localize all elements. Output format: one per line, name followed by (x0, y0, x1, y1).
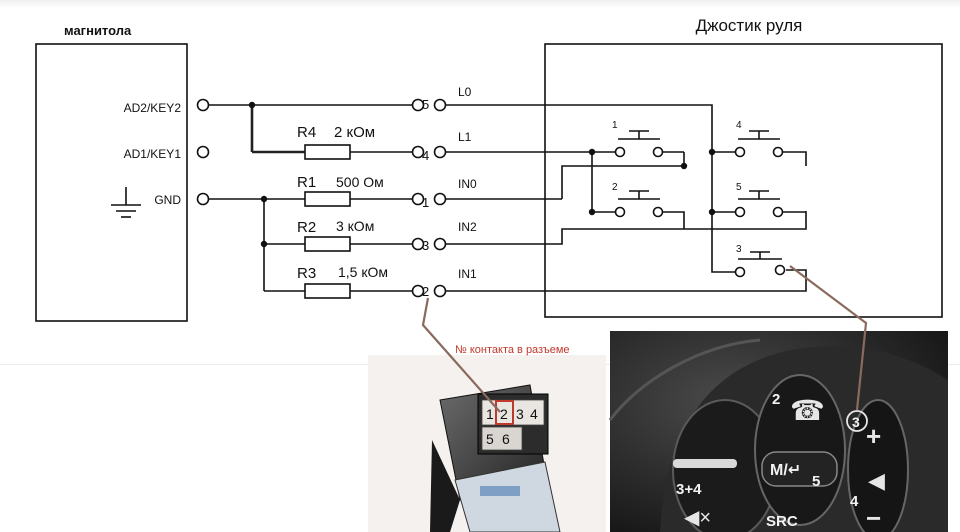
joystick-title: Джостик руля (696, 16, 803, 35)
pin-label-ad1: AD1/KEY1 (124, 147, 182, 161)
line-in1: IN1 (458, 267, 477, 281)
conn-photo-pin-5: 5 (486, 431, 494, 447)
r4-value: 2 кОм (334, 124, 375, 141)
r3-value: 1,5 кОм (338, 264, 388, 280)
line-in0: IN0 (458, 177, 477, 191)
speaker-icon: ◀ (868, 468, 885, 493)
conn-pin-5: 5 (422, 97, 429, 112)
button-3-label: 3 (736, 244, 742, 255)
pin-label-gnd: GND (154, 193, 181, 207)
button-4-label: 4 (736, 120, 742, 131)
r1-value: 500 Ом (336, 174, 384, 190)
joystick-box (544, 43, 943, 318)
line-l0: L0 (458, 85, 472, 99)
pointer-pin2-to-photo (421, 297, 501, 413)
button-2 (614, 190, 664, 218)
head-unit-box (35, 43, 188, 322)
terminals (196, 98, 447, 298)
r3-name: R3 (297, 265, 316, 282)
r2-value: 3 кОм (336, 218, 374, 234)
conn-photo-pin-1: 1 (486, 406, 494, 422)
conn-pin-2: 2 (422, 284, 429, 299)
connector-photo (368, 355, 606, 532)
phone-icon: ☎ (790, 395, 825, 426)
wheel-label-2: 2 (772, 391, 780, 408)
ground-symbol (111, 187, 141, 218)
button-5 (734, 190, 784, 218)
r1-name: R1 (297, 174, 316, 191)
volume-plus-icon: + (866, 421, 881, 451)
button-3 (734, 251, 786, 278)
wheel-label-3: 3 (852, 414, 860, 430)
resistor-r1 (304, 191, 351, 207)
wheel-mode-button-label: M/↵ (770, 462, 801, 479)
left-wiring (208, 101, 414, 292)
resistor-r4 (304, 144, 351, 160)
wheel-label-4: 4 (850, 493, 859, 510)
button-2-label: 2 (612, 182, 618, 193)
resistor-r3 (304, 283, 351, 299)
wheel-src-label: SRC (766, 513, 798, 530)
conn-photo-pin-2: 2 (500, 406, 508, 422)
head-unit-title: магнитола (64, 23, 132, 38)
wheel-photo: ☎ + ◀ − ◀× (608, 331, 948, 532)
button-1 (614, 130, 664, 158)
conn-pin-1: 1 (422, 195, 429, 210)
line-l1: L1 (458, 130, 472, 144)
conn-pin-3: 3 (422, 238, 429, 253)
pin-label-ad2: AD2/KEY2 (124, 101, 182, 115)
r2-name: R2 (297, 219, 316, 236)
wheel-label-5: 5 (812, 473, 820, 490)
top-shade (0, 0, 960, 8)
button-4 (734, 130, 784, 158)
button-5-label: 5 (736, 182, 742, 193)
button-1-label: 1 (612, 120, 618, 131)
conn-photo-pin-4: 4 (530, 406, 538, 422)
connector-caption: № контакта в разъеме (455, 344, 570, 356)
conn-photo-pin-6: 6 (502, 431, 510, 447)
mute-icon: ◀× (684, 507, 711, 529)
conn-pin-4: 4 (422, 148, 429, 163)
right-wiring (445, 104, 807, 292)
resistor-r2 (304, 236, 351, 252)
r4-name: R4 (297, 124, 316, 141)
conn-photo-pin-3: 3 (516, 406, 524, 422)
wheel-label-3plus4: 3+4 (676, 481, 702, 498)
volume-minus-icon: − (866, 503, 881, 532)
pointer-button3-to-wheel (789, 265, 868, 411)
line-in2: IN2 (458, 220, 477, 234)
